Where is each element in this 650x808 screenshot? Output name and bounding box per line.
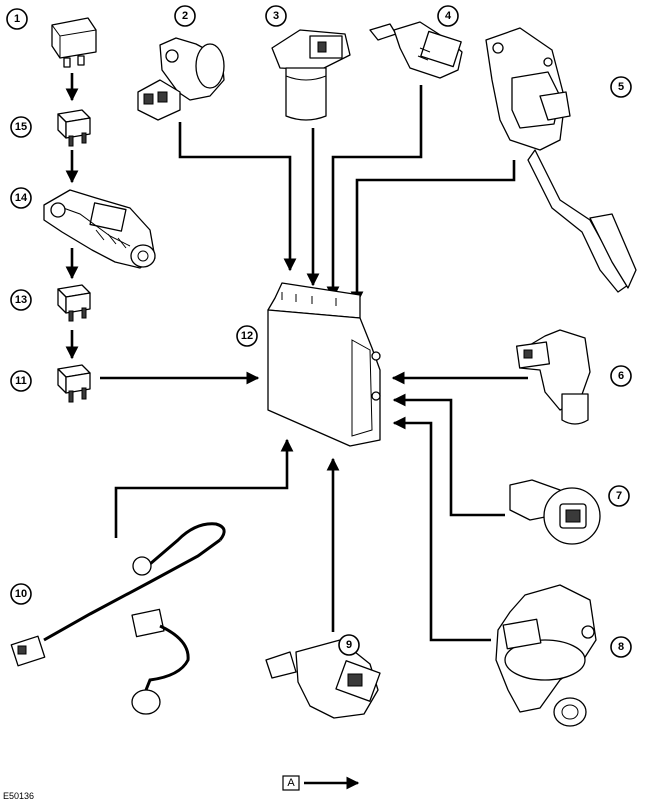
svg-text:4: 4	[445, 10, 452, 22]
arrow-7-to-12	[392, 393, 505, 517]
key-legend: A	[282, 775, 360, 791]
callout-5: 5	[610, 76, 632, 98]
svg-text:7: 7	[616, 490, 622, 502]
svg-text:5: 5	[618, 81, 624, 93]
callout-8: 8	[610, 636, 632, 658]
figure-id: E50136	[3, 791, 34, 801]
relay-component	[51, 17, 97, 68]
svg-text:2: 2	[182, 10, 188, 22]
callout-6: 6	[610, 365, 632, 387]
arrow-2-to-12	[178, 122, 297, 272]
svg-text:8: 8	[618, 641, 624, 653]
callout-3: 3	[265, 5, 287, 27]
svg-text:10: 10	[15, 588, 27, 600]
svg-text:14: 14	[15, 192, 28, 204]
ignition-switch-component	[43, 189, 156, 269]
callout-15: 15	[10, 116, 32, 138]
egr-valve-component	[495, 584, 597, 727]
fuse-15-component	[57, 109, 91, 147]
callout-2: 2	[174, 5, 196, 27]
callout-9: 9	[338, 634, 360, 656]
arrow-8-to-12	[392, 416, 491, 642]
key-label: A	[287, 777, 295, 789]
callout-10: 10	[10, 583, 32, 605]
svg-text:15: 15	[15, 121, 27, 133]
callout-12: 12	[236, 325, 258, 347]
maf-sensor-component	[515, 329, 591, 425]
camshaft-sensor-component	[271, 29, 351, 121]
coolant-temp-sensor-component	[369, 21, 463, 79]
connection-lines	[65, 73, 528, 642]
ecm-component	[267, 282, 381, 447]
svg-text:13: 13	[15, 294, 27, 306]
callout-7: 7	[608, 485, 630, 507]
callout-13: 13	[10, 289, 32, 311]
fuse-13-component	[57, 284, 91, 322]
fuse-11-component	[57, 364, 91, 403]
svg-text:9: 9	[346, 639, 352, 651]
arrow-10-to-12	[114, 438, 294, 538]
svg-text:1: 1	[14, 13, 20, 25]
svg-text:12: 12	[241, 330, 253, 342]
callout-11: 11	[10, 370, 32, 392]
iat-sensor-component	[509, 479, 601, 545]
svg-text:3: 3	[273, 10, 279, 22]
accelerator-pedal-component	[485, 27, 637, 293]
callout-4: 4	[437, 5, 459, 27]
arrow-5-to-12	[350, 160, 516, 305]
key-box	[282, 775, 300, 791]
crankshaft-sensor-component	[137, 37, 225, 121]
arrow-4-to-12	[326, 85, 423, 300]
brake-switch-component	[265, 639, 381, 719]
svg-text:11: 11	[15, 375, 27, 387]
callout-1: 1	[6, 8, 28, 30]
knock-sensor-harness-component	[10, 522, 226, 715]
svg-text:6: 6	[618, 370, 624, 382]
callout-14: 14	[10, 187, 32, 209]
